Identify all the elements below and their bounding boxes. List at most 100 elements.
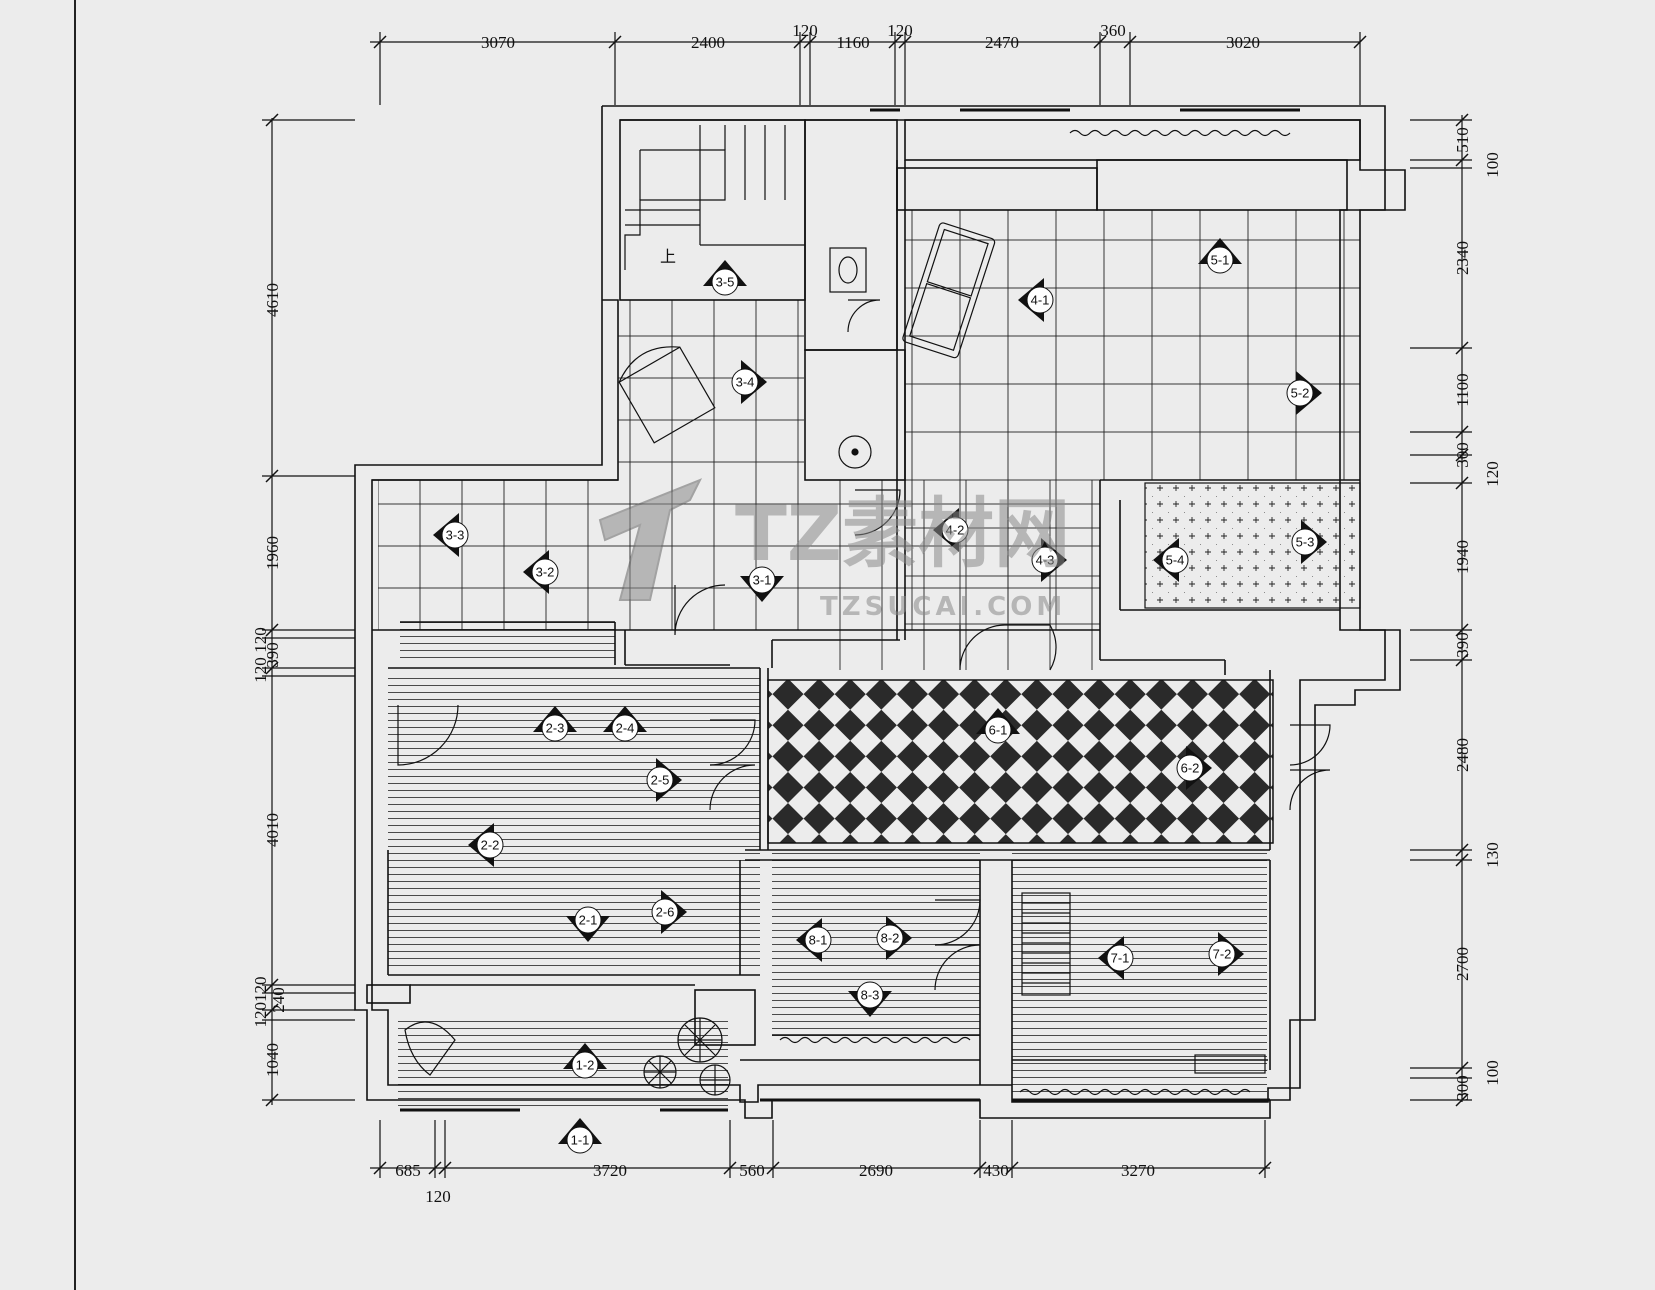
dim-right-13: 300 <box>1453 1075 1472 1101</box>
view-marker-label: 6-2 <box>1181 761 1200 776</box>
view-marker-circle <box>731 368 759 396</box>
view-marker-label: 6-1 <box>989 723 1008 738</box>
dim-top-4: 1160 <box>836 33 869 52</box>
plank-floor-bedroom-7 <box>1012 852 1267 1092</box>
plank-floor-bedroom-2 <box>388 676 760 971</box>
view-marker-label: 8-2 <box>881 931 900 946</box>
dim-left-4: 390 <box>263 642 282 668</box>
dim-right-5: 300 <box>1453 442 1472 468</box>
view-marker-label: 8-1 <box>809 933 828 948</box>
view-marker: 2-5 <box>646 758 682 802</box>
view-marker-circle <box>1291 528 1319 556</box>
dim-bottom-7: 120 <box>425 1187 451 1206</box>
view-marker: 5-4 <box>1153 538 1189 582</box>
tile-floor-stair-area <box>618 300 804 480</box>
view-marker-circle <box>571 1051 599 1079</box>
view-marker-label: 2-5 <box>651 773 670 788</box>
view-marker: 4-3 <box>1031 538 1067 582</box>
stair-tread-area <box>400 622 615 664</box>
dim-bottom-5: 430 <box>983 1161 1009 1180</box>
view-marker-label: 1-2 <box>576 1058 595 1073</box>
dim-right-4: 1100 <box>1453 373 1472 406</box>
view-marker: 6-1 <box>976 708 1020 744</box>
plant-icon-2 <box>643 1055 677 1089</box>
view-marker-label: 7-2 <box>1213 947 1232 962</box>
curtain-line-bottom-left <box>779 1036 971 1044</box>
view-marker-label: 5-4 <box>1166 553 1185 568</box>
view-marker: 3-3 <box>433 513 469 557</box>
view-marker-label: 4-2 <box>946 523 965 538</box>
dim-left-1: 4610 <box>263 283 282 317</box>
desk-7 <box>1194 1054 1266 1074</box>
view-marker: 3-2 <box>523 550 559 594</box>
view-marker-label: 5-1 <box>1211 253 1230 268</box>
dim-top-5: 120 <box>887 21 913 40</box>
view-marker: 7-1 <box>1098 936 1134 980</box>
view-marker: 7-2 <box>1208 932 1244 976</box>
dim-right-1: 510 <box>1453 127 1472 153</box>
watermark-logo-icon <box>598 478 703 601</box>
view-marker: 3-5 <box>703 260 747 296</box>
dim-bottom-6: 3270 <box>1121 1161 1155 1180</box>
view-marker: 6-2 <box>1176 746 1212 790</box>
dim-left-7: 120120 <box>251 977 270 1028</box>
dim-top-8: 3020 <box>1226 33 1260 52</box>
view-marker-label: 2-2 <box>481 838 500 853</box>
view-marker-circle <box>611 714 639 742</box>
view-marker-label: 3-2 <box>536 565 555 580</box>
view-marker-label: 4-1 <box>1031 293 1050 308</box>
view-marker: 5-2 <box>1286 371 1322 415</box>
dim-right-3: 2340 <box>1453 241 1472 275</box>
view-marker: 8-2 <box>876 916 912 960</box>
floor-finishes <box>378 210 1361 1110</box>
dim-top-2: 2400 <box>691 33 725 52</box>
view-marker: 2-4 <box>603 706 647 742</box>
view-marker-circle <box>646 766 674 794</box>
view-marker: 1-2 <box>563 1043 607 1079</box>
view-marker-circle <box>856 981 884 1009</box>
inner-wall-outline <box>371 119 1406 1103</box>
view-marker-circle <box>476 831 504 859</box>
view-marker-label: 7-1 <box>1111 951 1130 966</box>
dim-right-10: 130 <box>1483 842 1502 868</box>
tile-floor-main-hall <box>378 480 804 630</box>
dimension-ticks <box>265 35 1469 1175</box>
wardrobe-7 <box>1021 892 1071 996</box>
dim-right-12: 100 <box>1483 1060 1502 1086</box>
dim-bottom-4: 2690 <box>859 1161 893 1180</box>
dim-top-6: 2470 <box>985 33 1019 52</box>
view-marker-label: 5-2 <box>1291 386 1310 401</box>
view-marker: 4-2 <box>933 508 969 552</box>
curtain-line-top <box>1069 129 1291 137</box>
round-table-chair <box>618 346 716 444</box>
dim-left-8: 240 <box>269 987 288 1013</box>
view-marker-label: 3-1 <box>753 573 772 588</box>
cross-tile-floor <box>1144 482 1361 609</box>
dim-left-9: 1040 <box>263 1043 282 1077</box>
view-marker-circle <box>651 898 679 926</box>
view-marker-circle <box>1176 754 1204 782</box>
view-marker-label: 1-1 <box>571 1133 590 1148</box>
view-marker-label: 2-1 <box>579 913 598 928</box>
view-marker-circle <box>566 1126 594 1154</box>
view-marker-circle <box>876 924 904 952</box>
dim-left-2: 1960 <box>263 536 282 570</box>
fixtures <box>404 129 1291 1096</box>
curtain-line-bottom-right <box>1019 1088 1251 1096</box>
view-marker-circle <box>804 926 832 954</box>
view-marker-label: 2-6 <box>656 905 675 920</box>
dim-left-3: 120 <box>251 627 270 653</box>
view-marker-circle <box>984 716 1012 744</box>
view-marker-circle <box>531 558 559 586</box>
view-marker-circle <box>1031 546 1059 574</box>
view-marker-label: 2-4 <box>616 721 635 736</box>
view-marker-label: 2-3 <box>546 721 565 736</box>
plant-icon-1 <box>677 1017 723 1063</box>
toilet-fixture <box>829 247 867 293</box>
dim-top-1: 3070 <box>481 33 515 52</box>
dimension-labels-top: 3070 2400 120 1160 120 2470 360 3020 <box>481 21 1260 52</box>
view-marker-circle <box>541 714 569 742</box>
view-marker: 2-2 <box>468 823 504 867</box>
